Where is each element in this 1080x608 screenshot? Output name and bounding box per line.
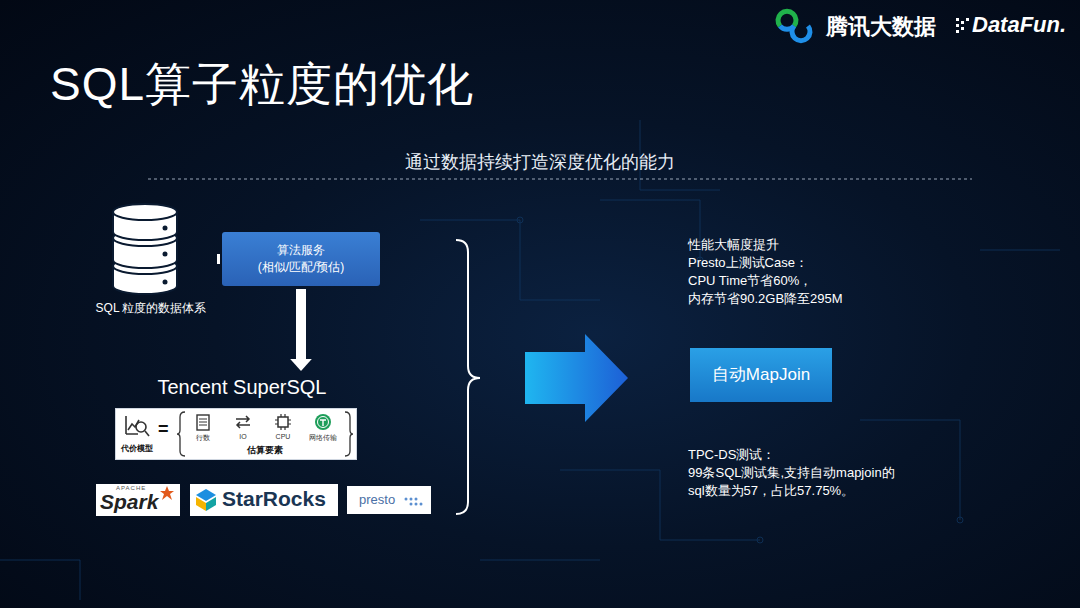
presto-dots: [403, 494, 423, 506]
cost-text: 行数: [183, 433, 223, 443]
database-node: SQL 粒度的数据体系: [85, 196, 217, 322]
brace-left: [176, 411, 186, 457]
cost-model-icon-svg: [124, 412, 150, 438]
brace-left-svg: [176, 411, 186, 457]
box-text: 自动MapJoin: [690, 363, 832, 386]
cost-model-icon: [124, 412, 150, 438]
factor-icon-svg: [314, 413, 332, 431]
cost-text: =: [158, 419, 169, 440]
tencent-logo-icon: [778, 11, 810, 40]
test-note: TPC-DS测试：: [688, 446, 775, 464]
supersql-group: Tencent SuperSQL 代价模型= 行数IOCPU网络传输估算要素: [112, 374, 372, 462]
result-note: Presto上测试Case：: [688, 254, 808, 272]
factor-icon: [194, 413, 212, 431]
logo-text: presto: [359, 492, 395, 507]
brace: [456, 240, 480, 514]
block-arrow: [217, 257, 220, 261]
arrow-shaft: [217, 254, 220, 264]
presto-logo: presto: [347, 486, 431, 514]
factor-icon: [274, 413, 292, 431]
brace-right: [344, 411, 354, 457]
result-note: CPU Time节省60%，: [688, 272, 812, 290]
database-icon-svg: [109, 200, 181, 296]
block-arrow: [290, 289, 312, 371]
logo-text: StarRocks: [222, 487, 326, 511]
slide-title: SQL算子粒度的优化: [50, 54, 474, 116]
brand-logo: 腾讯大数据: [826, 12, 936, 42]
big-arrow: [525, 334, 628, 422]
spark-star-svg: [160, 486, 174, 500]
test-note: sql数量为57，占比57.75%。: [688, 482, 854, 500]
group-heading: Tencent SuperSQL: [112, 376, 372, 399]
result-note: 内存节省90.2GB降至295M: [688, 290, 843, 308]
subtitle: 通过数据持续打造深度优化的能力: [0, 150, 1080, 174]
cost-text: 代价模型: [118, 443, 156, 454]
factor-icon-svg: [274, 413, 292, 431]
brace-right-svg: [344, 411, 354, 457]
spark-star: [160, 486, 174, 500]
logo-text: Spark: [100, 490, 158, 514]
dashed-rule: [148, 179, 972, 180]
cost-text: 估算要素: [186, 444, 344, 457]
factor-icon: [234, 413, 252, 431]
service-box: 算法服务(相似/匹配/预估): [222, 232, 380, 286]
starrocks-logo: StarRocks: [190, 484, 338, 516]
datafun-logo-icon: [956, 18, 969, 33]
node-caption: SQL 粒度的数据体系: [85, 300, 217, 317]
presto-dots-svg: [403, 496, 423, 508]
circuit-lines: [0, 120, 1060, 600]
cost-text: CPU: [263, 433, 303, 440]
database-icon: [109, 200, 181, 296]
brand-logo: DataFun.: [972, 12, 1066, 38]
factor-icon: [314, 413, 332, 431]
box-text: 算法服务: [222, 242, 380, 259]
factor-icon-svg: [194, 413, 212, 431]
box-text: (相似/匹配/预估): [222, 259, 380, 276]
mapjoin-box: 自动MapJoin: [690, 348, 832, 402]
starrocks-icon: [194, 488, 218, 512]
factor-icon-svg: [234, 413, 252, 431]
cost-text: 网络传输: [303, 433, 343, 443]
arrow-head: [217, 257, 219, 261]
test-note: 99条SQL测试集,支持自动mapjoin的: [688, 464, 895, 482]
result-note: 性能大幅度提升: [688, 236, 779, 254]
arrow-head: [290, 359, 312, 371]
spark-logo: APACHESpark: [96, 484, 180, 516]
arrow-shaft: [296, 289, 306, 359]
cost-model-box: 代价模型= 行数IOCPU网络传输估算要素: [115, 408, 357, 460]
cost-text: IO: [223, 433, 263, 440]
starrocks-icon-svg: [194, 488, 218, 512]
